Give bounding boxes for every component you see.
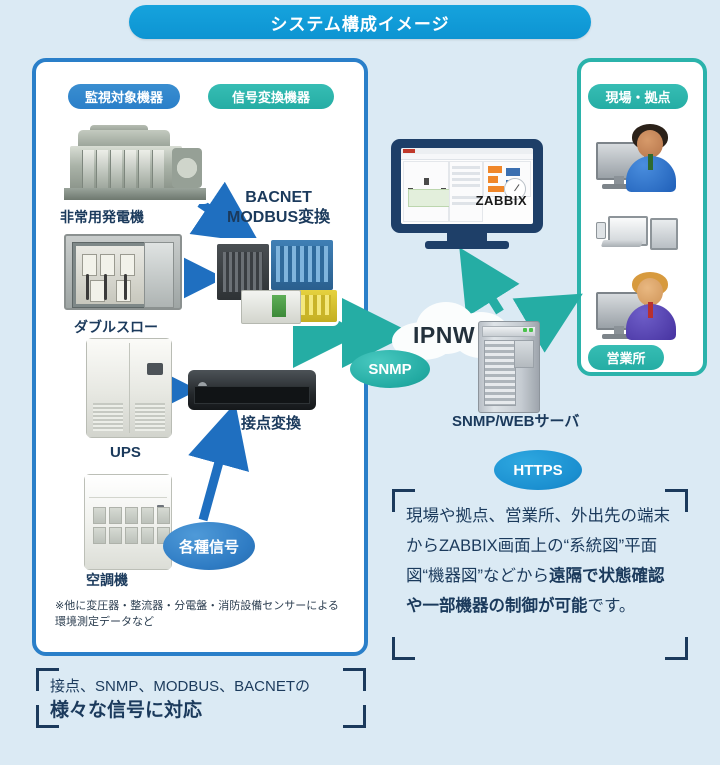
label-bacnet-line2: MODBUS変換 — [227, 209, 331, 226]
label-snmp-web-server: SNMP/WEBサーバ — [452, 413, 580, 430]
pill-signal-converter: 信号変換機器 — [208, 84, 334, 109]
page-title: システム構成イメージ — [129, 5, 591, 39]
label-bacnet-line1: BACNET — [245, 189, 312, 206]
zabbix-logo-text: ZABBIX — [475, 193, 527, 208]
badge-snmp: SNMP — [350, 350, 430, 388]
ups-cabinet-icon — [86, 338, 172, 438]
office-user-workstation — [596, 268, 680, 346]
generator-icon — [60, 118, 210, 204]
label-air-conditioner: 空調機 — [86, 572, 128, 588]
note-bottom-line2: 様々な信号に対応 — [50, 700, 203, 721]
pill-sales-office: 営業所 — [588, 345, 664, 370]
pill-site-base: 現場・拠点 — [588, 84, 688, 109]
equipment-footnote: ※他に変圧器・整流器・分電盤・消防設備センサーによる環境測定データなど — [55, 600, 339, 628]
mobile-devices-icon — [596, 208, 680, 260]
label-contact-converter: 接点変換 — [241, 415, 302, 432]
badge-https: HTTPS — [494, 450, 582, 490]
pill-monitored-equipment: 監視対象機器 — [68, 84, 180, 109]
label-ups: UPS — [110, 444, 141, 461]
arrow-server-to-site — [512, 293, 583, 353]
badge-various-signals: 各種信号 — [163, 522, 255, 570]
contact-converter-icon — [188, 370, 316, 410]
site-user-workstation — [596, 118, 680, 198]
plc-module-icon — [215, 238, 339, 326]
switchgear-cabinet-icon — [62, 232, 184, 312]
note-right-bold: 遠隔で状態確認や一部機器の制御が可能 — [406, 567, 665, 615]
snmp-web-server-icon — [478, 321, 540, 413]
signal-support-note: 接点、SNMP、MODBUS、BACNETの 様々な信号に対応 — [36, 668, 366, 728]
note-right-part2: です。 — [587, 597, 636, 615]
zabbix-monitor: ZABBIX — [391, 139, 543, 251]
label-generator: 非常用発電機 — [60, 209, 144, 225]
label-ipnw: IPNW — [413, 322, 476, 348]
remote-control-note: 現場や拠点、営業所、外出先の端末からZABBIX画面上の“系統図”平面図“機器図… — [392, 489, 688, 660]
air-conditioner-icon — [84, 474, 172, 570]
note-right-part1: 現場や拠点、営業所、外出先の端末からZABBIX画面上の“系統図”平面図“機器図… — [406, 507, 670, 585]
label-bacnet-modbus-converter: BACNET MODBUS変換 — [227, 188, 330, 228]
zabbix-dashboard-screen: ZABBIX — [401, 148, 533, 224]
note-bottom-line1: 接点、SNMP、MODBUS、BACNETの — [50, 678, 311, 695]
label-double-throw: ダブルスロー — [74, 319, 158, 335]
